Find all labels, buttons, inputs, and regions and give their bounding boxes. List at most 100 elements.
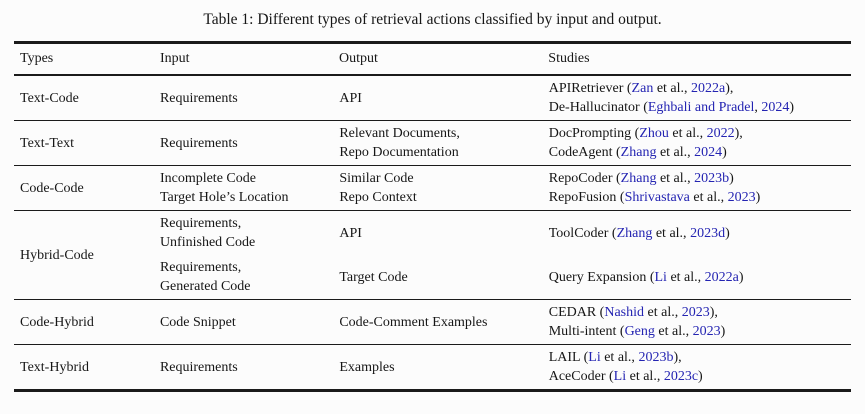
cell-output-line: Code-Comment Examples bbox=[339, 314, 488, 330]
study-text: ) bbox=[755, 190, 761, 205]
cell-studies: CEDAR (Nashid et al., 2023),Multi-intent… bbox=[542, 303, 851, 341]
cell-studies-line: De-Hallucinator (Eghbali and Pradel, 202… bbox=[549, 98, 851, 117]
cell-input-line: Requirements bbox=[159, 90, 238, 106]
cell-output-line: Repo Documentation bbox=[339, 145, 459, 160]
study-text: APIRetriever ( bbox=[548, 81, 632, 96]
column-header-input: Input bbox=[159, 51, 190, 66]
citation-link[interactable]: Nashid bbox=[604, 305, 645, 320]
citation-link[interactable]: Zhang bbox=[620, 171, 657, 186]
cell-output-line: Target Code bbox=[339, 269, 408, 285]
cell-studies-line: RepoFusion (Shrivastava et al., 2023) bbox=[549, 188, 851, 207]
cell-output: Target Code bbox=[332, 258, 541, 296]
citation-link[interactable]: 2023d bbox=[690, 225, 726, 241]
cell-studies: Query Expansion (Li et al., 2022a) bbox=[542, 258, 851, 296]
cell-output: Code-Comment Examples bbox=[332, 303, 541, 341]
cell-input-line: Requirements, bbox=[159, 216, 242, 231]
cell-studies: DocPrompting (Zhou et al., 2022), CodeAge… bbox=[542, 124, 851, 162]
row-group: Requirements, Generated Code Target Code Qu… bbox=[153, 255, 851, 299]
table-row-text-text: Text-Text Requirements Relevant Documents,… bbox=[14, 121, 851, 166]
study-text: AceCoder ( bbox=[548, 369, 614, 384]
study-text: ) bbox=[738, 269, 744, 285]
cell-type: Hybrid-Code bbox=[20, 247, 94, 263]
citation-link[interactable]: Zhang bbox=[620, 145, 657, 160]
citation-link[interactable]: Zan bbox=[631, 81, 654, 96]
study-text: et al., bbox=[668, 126, 707, 141]
study-text: De-Hallucinator ( bbox=[548, 100, 648, 115]
citation-link[interactable]: 2022a bbox=[691, 81, 726, 96]
cell-input: Code Snippet bbox=[153, 303, 332, 341]
citation-link[interactable]: 2023 bbox=[681, 305, 710, 320]
study-text: LAIL ( bbox=[548, 350, 589, 365]
cell-input: Requirements bbox=[153, 124, 332, 162]
cell-studies-line: RepoCoder (Zhang et al., 2023b) bbox=[549, 169, 851, 188]
row-groups: Requirements Relevant Documents, Repo Docu… bbox=[153, 121, 851, 165]
cell-studies-line: Query Expansion (Li et al., 2022a) bbox=[549, 268, 851, 287]
citation-link[interactable]: 2022a bbox=[704, 269, 739, 285]
study-text: CodeAgent ( bbox=[548, 145, 621, 160]
citation-link[interactable]: 2023 bbox=[692, 324, 721, 339]
citation-link[interactable]: Shrivastava bbox=[624, 190, 690, 205]
cell-output-line: Relevant Documents, bbox=[339, 126, 460, 141]
row-group: Code Snippet Code-Comment Examples CEDAR (… bbox=[153, 300, 851, 344]
cell-type: Code-Code bbox=[20, 180, 84, 196]
row-group: Requirements, Unfinished Code API ToolCoder… bbox=[153, 211, 851, 255]
citation-link[interactable]: 2024 bbox=[694, 145, 723, 160]
study-text: et al., bbox=[689, 190, 728, 205]
cell-input-line: Requirements, bbox=[159, 260, 242, 275]
citation-link[interactable]: Eghbali and Pradel bbox=[647, 100, 755, 115]
cell-input-line: Incomplete Code bbox=[159, 171, 256, 186]
cell-output-line: Similar Code bbox=[339, 171, 414, 186]
column-header-studies: Studies bbox=[548, 51, 590, 66]
study-text: et al., bbox=[656, 145, 695, 160]
cell-input-line: Generated Code bbox=[159, 279, 251, 294]
citation-link[interactable]: 2023b bbox=[638, 350, 674, 365]
citation-link[interactable]: Li bbox=[613, 369, 627, 384]
study-text: et al., bbox=[666, 269, 705, 285]
study-text: ), bbox=[709, 305, 718, 320]
citation-link[interactable]: 2023b bbox=[694, 171, 730, 186]
study-text: DocPrompting ( bbox=[548, 126, 640, 141]
citation-link[interactable]: Li bbox=[588, 350, 601, 365]
row-group: Requirements Relevant Documents, Repo Docu… bbox=[153, 121, 851, 165]
cell-output-line: Repo Context bbox=[339, 190, 417, 205]
study-text: ), bbox=[734, 126, 743, 141]
study-text: ) bbox=[729, 171, 734, 186]
study-text: et al., bbox=[653, 81, 692, 96]
study-text: RepoCoder ( bbox=[548, 171, 621, 186]
study-text: ToolCoder ( bbox=[548, 225, 617, 241]
cell-output: Examples bbox=[332, 348, 541, 386]
citation-link[interactable]: 2024 bbox=[761, 100, 790, 115]
study-text: ) bbox=[722, 145, 727, 160]
cell-type: Text-Text bbox=[20, 135, 75, 151]
study-text: et al., bbox=[652, 225, 691, 241]
study-text: RepoFusion ( bbox=[548, 190, 625, 205]
citation-link[interactable]: 2022 bbox=[706, 126, 735, 141]
table-caption: Table 1: Different types of retrieval ac… bbox=[203, 11, 662, 28]
citation-link[interactable]: Zhang bbox=[616, 225, 653, 241]
citation-link[interactable]: 2023c bbox=[663, 369, 699, 384]
column-header-output: Output bbox=[339, 51, 378, 66]
citation-link[interactable]: 2023 bbox=[727, 190, 756, 205]
citation-link[interactable]: Zhou bbox=[639, 126, 669, 141]
cell-input: Requirements, Unfinished Code bbox=[153, 214, 332, 252]
cell-output-line: API bbox=[339, 225, 362, 241]
citation-link[interactable]: Li bbox=[654, 269, 667, 285]
study-text: Query Expansion ( bbox=[548, 269, 655, 285]
row-groups: Code Snippet Code-Comment Examples CEDAR (… bbox=[153, 300, 851, 344]
cell-input-line: Unfinished Code bbox=[159, 235, 256, 250]
cell-studies: APIRetriever (Zan et al., 2022a),De-Hall… bbox=[542, 79, 851, 117]
cell-studies: LAIL (Li et al., 2023b),AceCoder (Li et … bbox=[542, 348, 851, 386]
study-text: et al., bbox=[600, 350, 639, 365]
citation-link[interactable]: Geng bbox=[624, 324, 655, 339]
cell-output-line: Examples bbox=[339, 359, 395, 375]
cell-output: API bbox=[332, 79, 541, 117]
